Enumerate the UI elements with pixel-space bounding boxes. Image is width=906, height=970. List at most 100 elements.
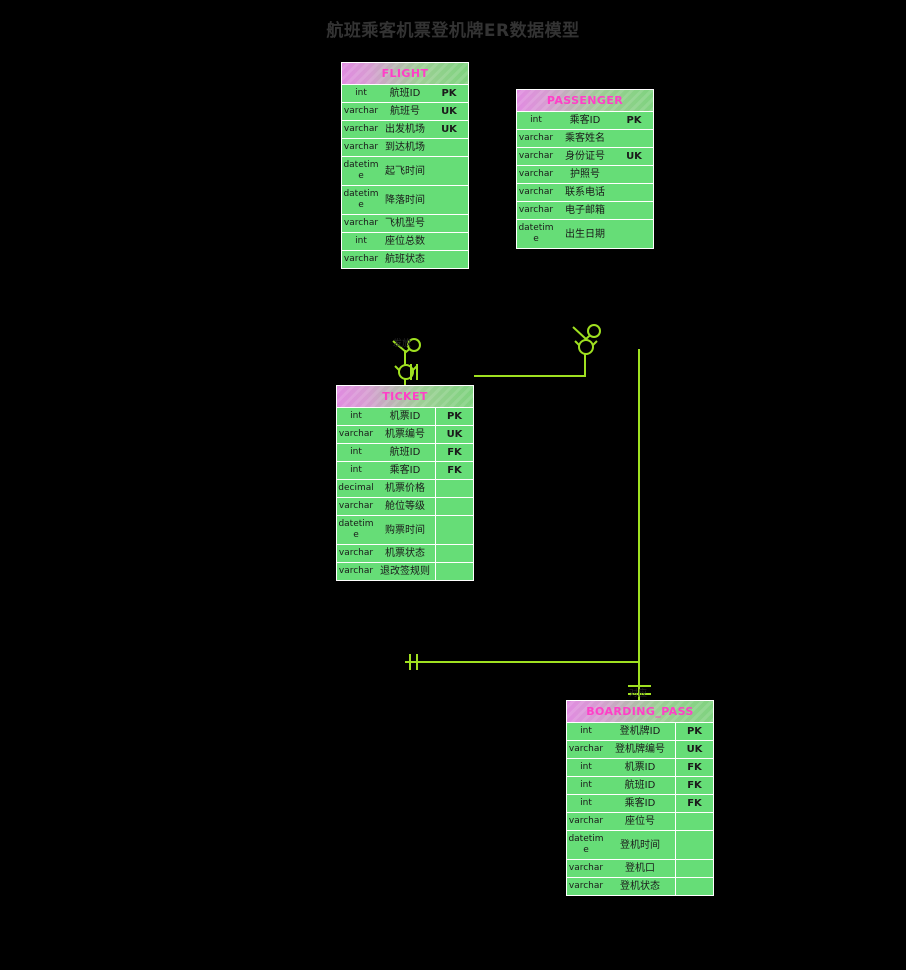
column-name: 飞机型号	[385, 218, 425, 229]
column-key: UK	[675, 741, 713, 758]
column-key	[435, 545, 473, 562]
column-type: datetime	[343, 160, 379, 181]
column-name: 机票ID	[389, 411, 421, 422]
column-key	[615, 184, 653, 201]
column-key: FK	[675, 777, 713, 794]
column-name: 机票ID	[624, 762, 656, 773]
entity-row: int 航班ID FK	[337, 444, 473, 462]
column-key: FK	[435, 444, 473, 461]
column-key	[615, 130, 653, 147]
column-type: varchar	[568, 816, 604, 826]
entity-row: varchar 退改签规则	[337, 563, 473, 580]
column-key	[430, 157, 468, 185]
relationship-label-flight-ticket: 发放	[392, 339, 411, 349]
column-name: 出生日期	[565, 228, 605, 240]
column-name: 乘客ID	[624, 798, 656, 809]
column-type: int	[350, 447, 362, 457]
column-name: 退改签规则	[380, 566, 430, 577]
column-key: FK	[435, 462, 473, 479]
column-name: 护照号	[570, 169, 600, 180]
column-key	[675, 813, 713, 830]
column-type: varchar	[568, 863, 604, 873]
entity-ticket-title: TICKET	[337, 386, 473, 408]
column-key: FK	[675, 795, 713, 812]
column-name: 到达机场	[385, 142, 425, 153]
column-type: datetime	[338, 519, 374, 540]
column-key	[435, 563, 473, 580]
column-type: decimal	[338, 483, 374, 493]
entity-row: int 航班ID PK	[342, 85, 468, 103]
column-name: 登机牌编号	[615, 744, 665, 755]
column-name: 座位总数	[385, 236, 425, 247]
column-name: 降落时间	[385, 194, 425, 206]
column-type: int	[580, 780, 592, 790]
column-name: 机票价格	[385, 483, 425, 494]
entity-row: decimal 机票价格	[337, 480, 473, 498]
column-key	[430, 233, 468, 250]
column-name: 电子邮箱	[565, 205, 605, 216]
column-name: 航班ID	[389, 88, 421, 99]
column-type: int	[350, 465, 362, 475]
column-key: UK	[441, 106, 457, 117]
column-name: 乘客ID	[569, 115, 601, 126]
column-type: int	[580, 726, 592, 736]
column-name: 出发机场	[385, 124, 425, 135]
column-name: 舱位等级	[385, 501, 425, 512]
column-key	[430, 139, 468, 156]
entity-row: varchar 飞机型号	[342, 215, 468, 233]
connector-passenger-ticket	[474, 324, 601, 377]
column-key	[615, 202, 653, 219]
column-key	[675, 860, 713, 877]
column-type: datetime	[568, 834, 604, 855]
column-type: varchar	[343, 218, 379, 228]
column-type: varchar	[518, 169, 554, 179]
entity-row: datetime 出生日期	[517, 220, 653, 248]
column-type: varchar	[338, 566, 374, 576]
column-name: 登机牌ID	[619, 726, 661, 737]
column-name: 航班号	[390, 106, 420, 117]
column-name: 机票状态	[385, 548, 425, 559]
column-key	[675, 831, 713, 859]
column-key	[435, 516, 473, 544]
column-type: datetime	[518, 223, 554, 244]
column-key: PK	[675, 723, 713, 740]
entity-passenger-title: PASSENGER	[517, 90, 653, 112]
column-key	[430, 215, 468, 232]
entity-row: int 乘客ID FK	[567, 795, 713, 813]
column-type: varchar	[518, 187, 554, 197]
column-type: int	[580, 798, 592, 808]
column-name: 乘客ID	[389, 465, 421, 476]
entity-flight-title: FLIGHT	[342, 63, 468, 85]
column-key: FK	[675, 759, 713, 776]
entity-row: varchar 联系电话	[517, 184, 653, 202]
column-key	[430, 186, 468, 214]
column-type: varchar	[343, 254, 379, 264]
column-type: int	[355, 236, 367, 246]
column-name: 航班ID	[389, 447, 421, 458]
column-type: int	[355, 88, 367, 98]
column-key: PK	[441, 88, 457, 99]
column-name: 联系电话	[565, 187, 605, 198]
